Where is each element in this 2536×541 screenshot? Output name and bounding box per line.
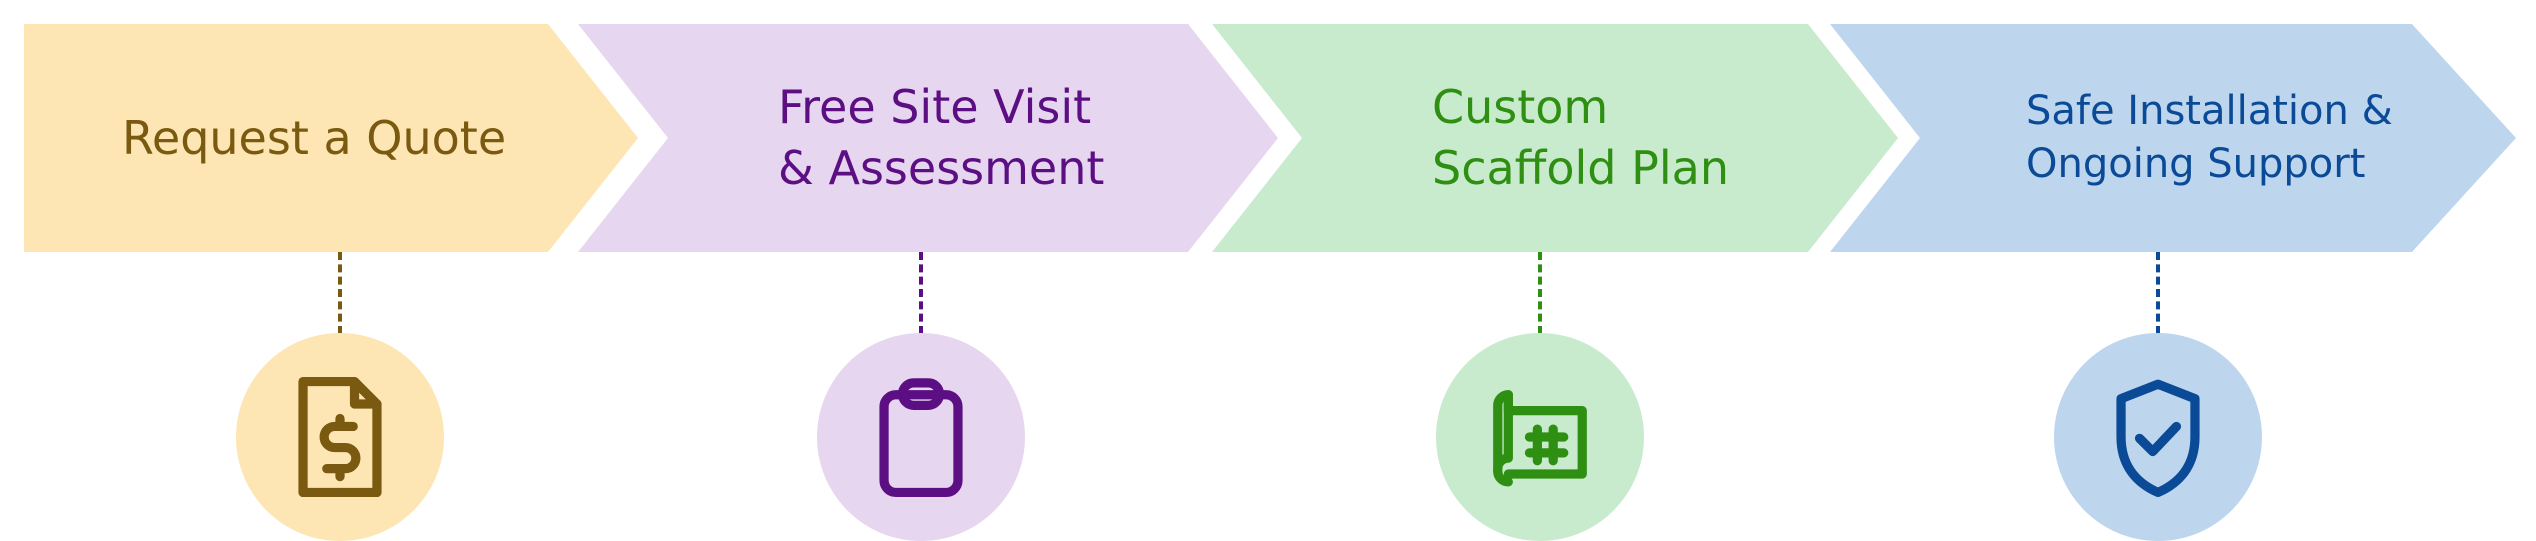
step-arrow-request-quote: Request a Quote [24, 24, 638, 252]
step-label: Free Site Visit & Assessment [778, 24, 1104, 252]
arrow-shape [1212, 24, 1898, 252]
step-arrow-scaffold-plan: Custom Scaffold Plan [1212, 24, 1898, 252]
dashed-connector [2156, 252, 2160, 334]
clipboard-icon [879, 378, 963, 498]
step-label-line: & Assessment [778, 141, 1105, 195]
arrow-fill [578, 24, 1278, 252]
arrow-fill [24, 24, 638, 252]
dashed-connector [1538, 252, 1542, 334]
document-dollar-icon [298, 376, 382, 498]
step-label: Request a Quote [122, 24, 506, 252]
arrow-fill [1830, 24, 2516, 252]
arrow-shape [578, 24, 1278, 252]
icon-circle [236, 333, 444, 541]
step-label-line: Request a Quote [122, 110, 507, 165]
step-label: Safe Installation & Ongoing Support [2026, 24, 2393, 252]
step-arrow-installation-support: Safe Installation & Ongoing Support [1830, 24, 2516, 252]
icon-circle [2054, 333, 2262, 541]
icon-circle [817, 333, 1025, 541]
arrow-shape [1830, 24, 2516, 252]
step-label-line: Safe Installation & [2026, 88, 2393, 135]
blueprint-icon [1493, 390, 1587, 487]
arrow-fill [1212, 24, 1898, 252]
step-label-line: Free Site Visit [778, 80, 1092, 135]
dashed-connector [919, 252, 923, 334]
step-label-line: Ongoing Support [2026, 141, 2366, 187]
shield-check-icon [2116, 379, 2200, 498]
icon-circle [1436, 333, 1644, 541]
step-label-line: Custom [1432, 80, 1609, 135]
step-label: Custom Scaffold Plan [1432, 24, 1729, 252]
dashed-connector [338, 252, 342, 334]
arrow-shape [24, 24, 638, 252]
step-label-line: Scaffold Plan [1432, 141, 1729, 195]
step-arrow-site-visit: Free Site Visit & Assessment [578, 24, 1278, 252]
